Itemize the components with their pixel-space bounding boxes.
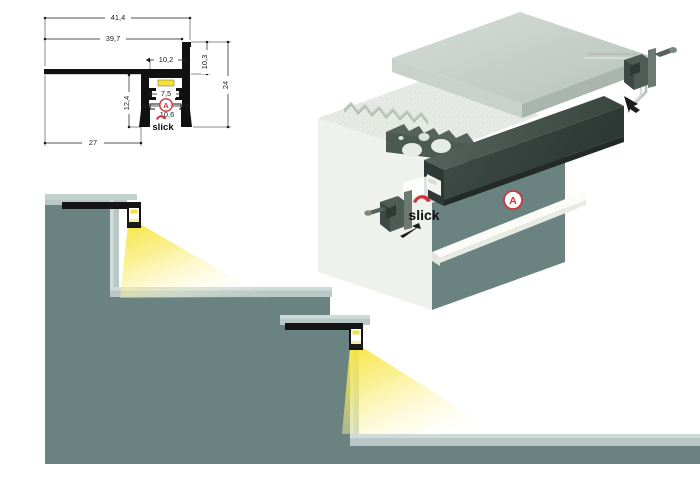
mounting-clip-right xyxy=(584,47,677,113)
dim-overall-width: 41,4 xyxy=(43,11,192,66)
dim-106-label: 10,6 xyxy=(160,110,174,119)
dim-39-textbg xyxy=(100,32,126,43)
iso-profile-led-seat xyxy=(427,178,438,186)
dim-102-label: 10,2 xyxy=(159,55,173,64)
cs-led-strip xyxy=(157,79,175,87)
dim-41-label: 41,4 xyxy=(111,13,125,22)
cs-left-retaining-hook xyxy=(149,88,156,100)
cs-slick-logo: slick xyxy=(152,115,174,133)
dim-chamber-width: 10,2 xyxy=(145,53,187,69)
dim-overall-height: 24 xyxy=(193,40,233,129)
cs-left-splay-leg xyxy=(139,110,150,127)
iso-marker-a: A xyxy=(503,190,523,210)
iso-profile-front-face xyxy=(444,106,624,200)
dim-103-label: 10,3 xyxy=(200,55,209,69)
iso-adhesive-comb-shadow xyxy=(343,104,429,125)
cs-body-left-wall xyxy=(141,69,150,127)
iso-clip-left-plate xyxy=(404,190,412,230)
cs-nose-top-cap xyxy=(182,42,191,47)
iso-clip-right-screw-head xyxy=(669,47,677,53)
dim-103-textbg xyxy=(201,50,212,74)
dim-102-textbg xyxy=(154,53,178,64)
step-upper-riser-tile xyxy=(110,200,119,288)
dim-27-label: 27 xyxy=(89,138,97,147)
profile-upper-arm xyxy=(62,202,140,209)
iso-clip-left-screw-head xyxy=(364,210,372,216)
profile-upper-led-strip xyxy=(130,209,138,214)
iso-diffuser-strip xyxy=(432,191,586,266)
iso-clip-right-arrow-icon xyxy=(624,96,640,113)
cs-chamber-top xyxy=(149,74,182,78)
iso-diffuser-edge xyxy=(440,200,586,263)
iso-profile-bottom-chamfer xyxy=(444,136,624,206)
cs-marker-a-circle xyxy=(159,98,173,112)
iso-clip-left-notch xyxy=(386,205,396,219)
iso-clip-right-notch xyxy=(630,62,640,76)
profile-upper-diffuser xyxy=(129,219,139,222)
iso-diffuser-end xyxy=(432,252,440,266)
iso-slick-swoosh-icon xyxy=(413,195,431,203)
profile-upper xyxy=(62,202,141,228)
profile-lower xyxy=(285,323,363,350)
cs-marker-a-label: A xyxy=(163,101,169,110)
cs-marker-a: A xyxy=(159,98,173,112)
iso-clip-left-arrow-icon xyxy=(400,223,421,238)
beam-upper xyxy=(120,224,268,298)
iso-tile-slab-frontedge xyxy=(392,58,522,118)
step-upper-body xyxy=(45,200,330,464)
dim-124-label: 12,4 xyxy=(122,96,131,110)
dim-nose-height: 10,3 xyxy=(191,40,212,76)
iso-marker-a-circle xyxy=(503,190,523,210)
floor-body xyxy=(350,446,700,464)
dim-flange-width: 39,7 xyxy=(43,32,184,43)
iso-clip-right-plate xyxy=(648,48,656,88)
iso-tile-slab-rightedge xyxy=(522,56,650,118)
iso-riser-face-left xyxy=(318,118,432,310)
cs-slick-wordmark: slick xyxy=(152,122,174,133)
step-lower-tread xyxy=(280,315,370,325)
dim-124-textbg xyxy=(123,92,134,114)
iso-profile-top-face xyxy=(424,96,624,170)
iso-flange-hole-4 xyxy=(398,136,404,140)
dim-27-textbg xyxy=(82,136,104,147)
dim-41-textbg xyxy=(105,11,131,22)
iso-slick-wordmark: slick xyxy=(408,207,439,223)
iso-flange-hole-3 xyxy=(418,133,430,141)
iso-slick-logo: slick xyxy=(408,195,440,223)
dim-24-label: 24 xyxy=(221,81,230,89)
cs-horizontal-flange xyxy=(44,69,189,75)
dim-24-textbg xyxy=(222,76,233,94)
cs-slick-swoosh-icon xyxy=(156,115,167,120)
cs-right-retaining-hook xyxy=(175,88,182,100)
iso-profile-body xyxy=(424,96,624,206)
iso-tile-slab-top xyxy=(392,12,650,104)
floor-tile-hl xyxy=(350,434,700,438)
iso-adhesive-comb xyxy=(343,101,429,123)
step-lower-tread-hl xyxy=(280,315,370,319)
step-upper-riser-tile-hl xyxy=(110,200,114,288)
iso-flange-hole-1 xyxy=(402,143,422,157)
dim-75-textbg xyxy=(157,87,176,98)
profile-lower-led-strip xyxy=(352,330,360,335)
dim-39-label: 39,7 xyxy=(106,34,120,43)
dim-75-label: 7,5 xyxy=(161,89,171,98)
dim-base-width: 27 xyxy=(43,75,143,147)
mounting-clip-left xyxy=(364,190,421,238)
dim-106-textbg xyxy=(155,108,179,119)
dim-led-window: 7,5 xyxy=(147,87,184,98)
cs-right-splay-leg xyxy=(181,110,192,127)
dim-body-depth: 12,4 xyxy=(122,73,141,129)
iso-flange-hole-2 xyxy=(431,139,451,153)
profile-lower-diffuser xyxy=(351,341,361,344)
step-upper-tread-top xyxy=(45,194,137,200)
beam-lower xyxy=(342,347,500,434)
profile-lower-arm xyxy=(285,323,362,330)
iso-diffuser-top xyxy=(432,191,586,258)
iso-marker-a-label: A xyxy=(509,195,517,207)
cs-body-right-wall xyxy=(181,69,190,127)
